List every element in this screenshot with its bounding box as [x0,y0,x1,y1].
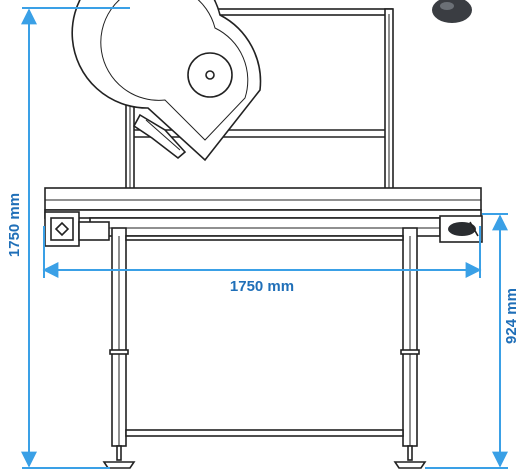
fan-hub [187,52,233,98]
width-total-label: 1750 mm [230,278,294,295]
drive-motor [44,211,110,247]
tension-adjuster [439,215,483,243]
height-conveyor-label: 924 mm [503,288,520,344]
dimension-height-conveyor: 924 mm [425,213,520,469]
dimension-width-total: 1750 mm [42,226,482,295]
height-total-label: 1750 mm [6,193,23,257]
blower-housing [71,0,262,162]
support-legs [102,227,427,469]
dimension-height-total: 1750 mm [6,7,130,469]
